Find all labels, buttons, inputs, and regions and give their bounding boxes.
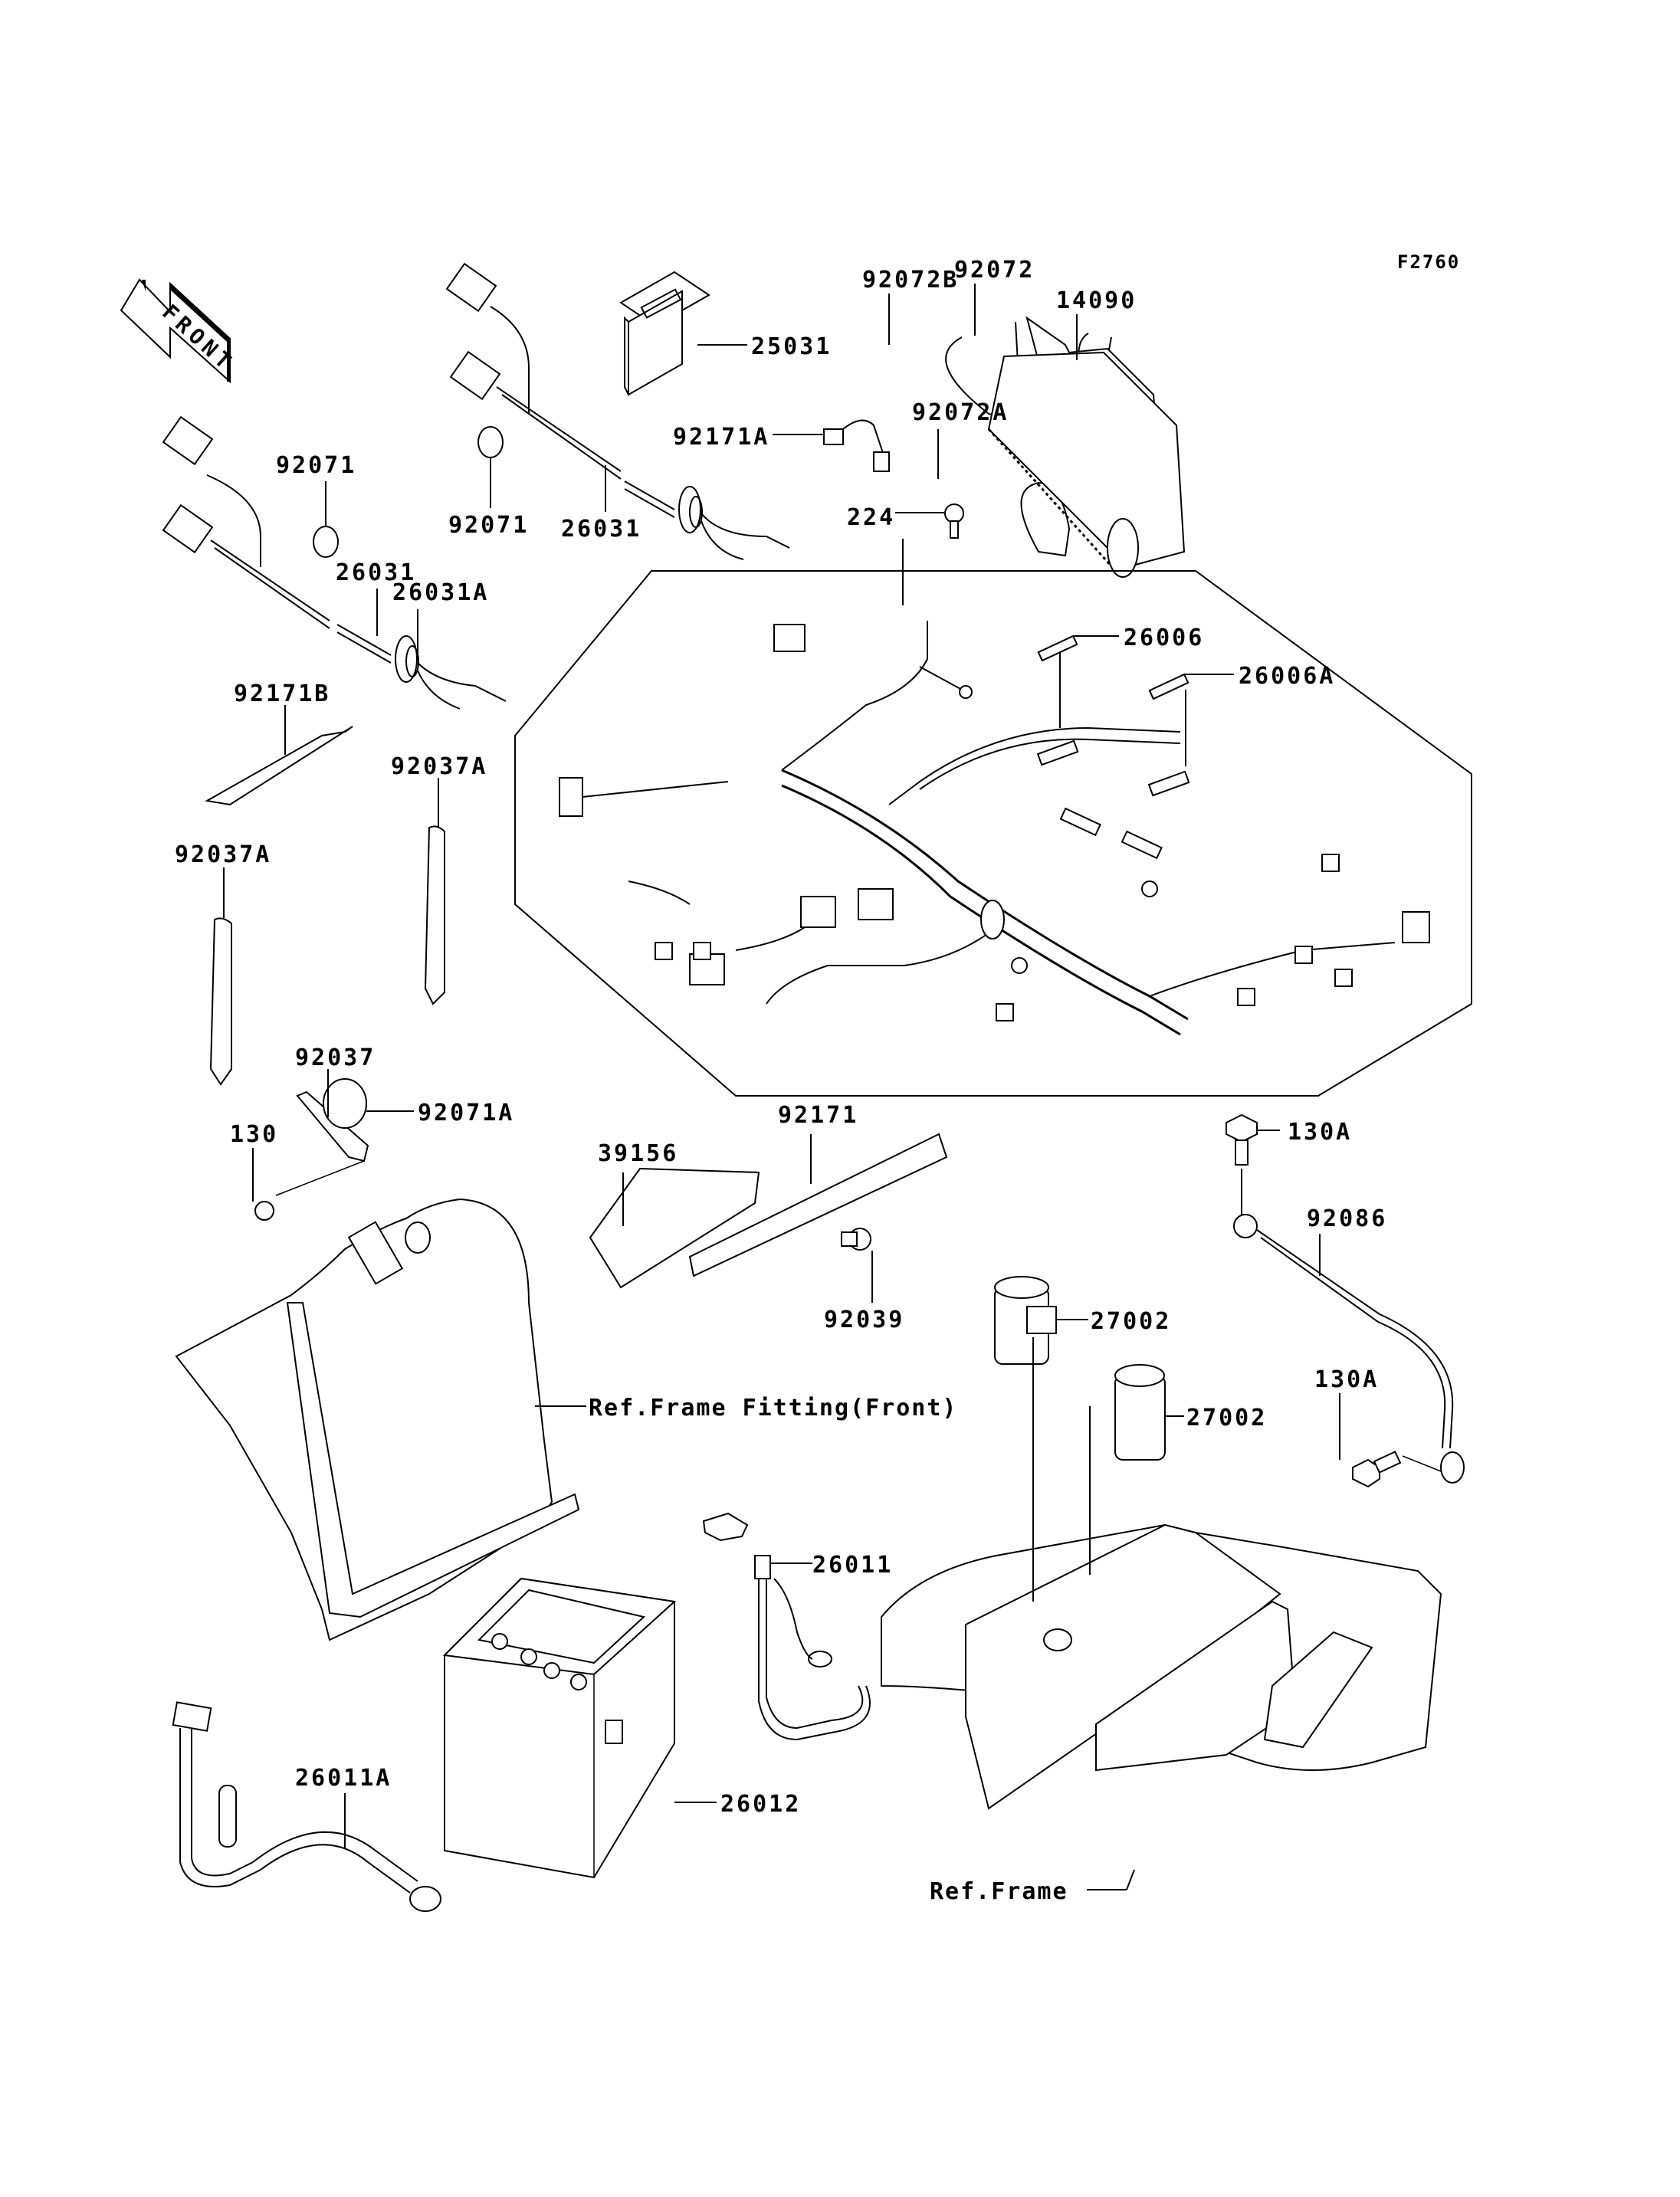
sub-harness-26031-upper (445, 262, 790, 560)
label-130A-lower: 130A (1314, 1366, 1379, 1393)
label-26031-upper: 26031 (561, 516, 641, 543)
relay-27002-lower (1114, 1364, 1166, 1461)
grommet-92071-upper (477, 426, 504, 458)
main-harness-frame (514, 570, 1472, 1097)
label-26011: 26011 (812, 1552, 893, 1579)
clamp-92171 (688, 1133, 948, 1277)
battery-cable-26011 (702, 1512, 871, 1741)
label-26006: 26006 (1124, 625, 1204, 651)
clamp-92171A (823, 419, 890, 472)
label-92072A: 92072A (912, 399, 1009, 426)
clip-92039 (841, 1228, 871, 1251)
label-130A-upper: 130A (1288, 1119, 1352, 1146)
frame-rear (881, 1523, 1442, 1771)
strap-92037A-right (424, 825, 445, 1005)
bolt-130A-lower (1352, 1451, 1442, 1488)
grommet-92071-left (313, 526, 339, 558)
label-92171A: 92171A (673, 424, 769, 451)
label-92037A-right: 92037A (391, 753, 487, 780)
strap-92037 (296, 1090, 369, 1162)
label-130: 130 (230, 1121, 278, 1148)
label-92171: 92171 (778, 1102, 858, 1129)
label-26011A: 26011A (295, 1765, 392, 1792)
pad-39156 (589, 1167, 760, 1289)
main-harness-26031A (559, 621, 1430, 1036)
label-26012: 26012 (720, 1791, 801, 1818)
clamp-92171B (205, 726, 353, 806)
ground-cable-92086 (1233, 1214, 1465, 1484)
fuse-26006 (1037, 635, 1078, 662)
label-26031A: 26031A (392, 579, 489, 606)
label-92071-left: 92071 (276, 452, 356, 479)
label-27002-lower: 27002 (1186, 1405, 1267, 1431)
frame-fitting-front (175, 1198, 553, 1641)
label-224: 224 (847, 504, 895, 531)
label-92037A-left: 92037A (175, 841, 271, 868)
label-92171B: 92171B (234, 680, 330, 707)
cover-14090 (987, 316, 1186, 578)
label-25031: 25031 (751, 333, 832, 360)
label-27002-upper: 27002 (1091, 1308, 1171, 1335)
label-92071-upper: 92071 (448, 512, 529, 539)
fuse-holder (1036, 739, 1190, 860)
battery-cable-26011A (172, 1701, 441, 1912)
relay-27002-upper (994, 1276, 1057, 1365)
label-92039: 92039 (824, 1307, 904, 1333)
label-26031-left: 26031 (336, 559, 416, 586)
label-39156: 39156 (598, 1140, 678, 1167)
front-arrow-icon: FRONT (120, 278, 239, 384)
label-92037: 92037 (295, 1044, 376, 1071)
bolt-130A-upper (1226, 1113, 1258, 1166)
label-14090: 14090 (1056, 287, 1137, 314)
figure-id: F2760 (1397, 251, 1460, 273)
label-92072B: 92072B (862, 267, 959, 293)
bolt-130 (254, 1201, 274, 1221)
label-26006A: 26006A (1239, 663, 1335, 690)
ref-frame: Ref.Frame (930, 1878, 1068, 1905)
label-92086: 92086 (1307, 1205, 1387, 1232)
hour-meter-25031 (619, 271, 710, 396)
screw-224 (944, 503, 964, 539)
label-92072: 92072 (954, 257, 1035, 284)
fuse-26006A (1148, 673, 1189, 700)
sub-harness-26031-left (162, 415, 507, 710)
ref-frame-fitting-front: Ref.Frame Fitting(Front) (589, 1395, 957, 1421)
battery-26012 (442, 1577, 677, 1879)
label-92071A: 92071A (418, 1100, 514, 1126)
strap-92037A-left (209, 917, 232, 1086)
grommet-92071A (323, 1078, 367, 1129)
